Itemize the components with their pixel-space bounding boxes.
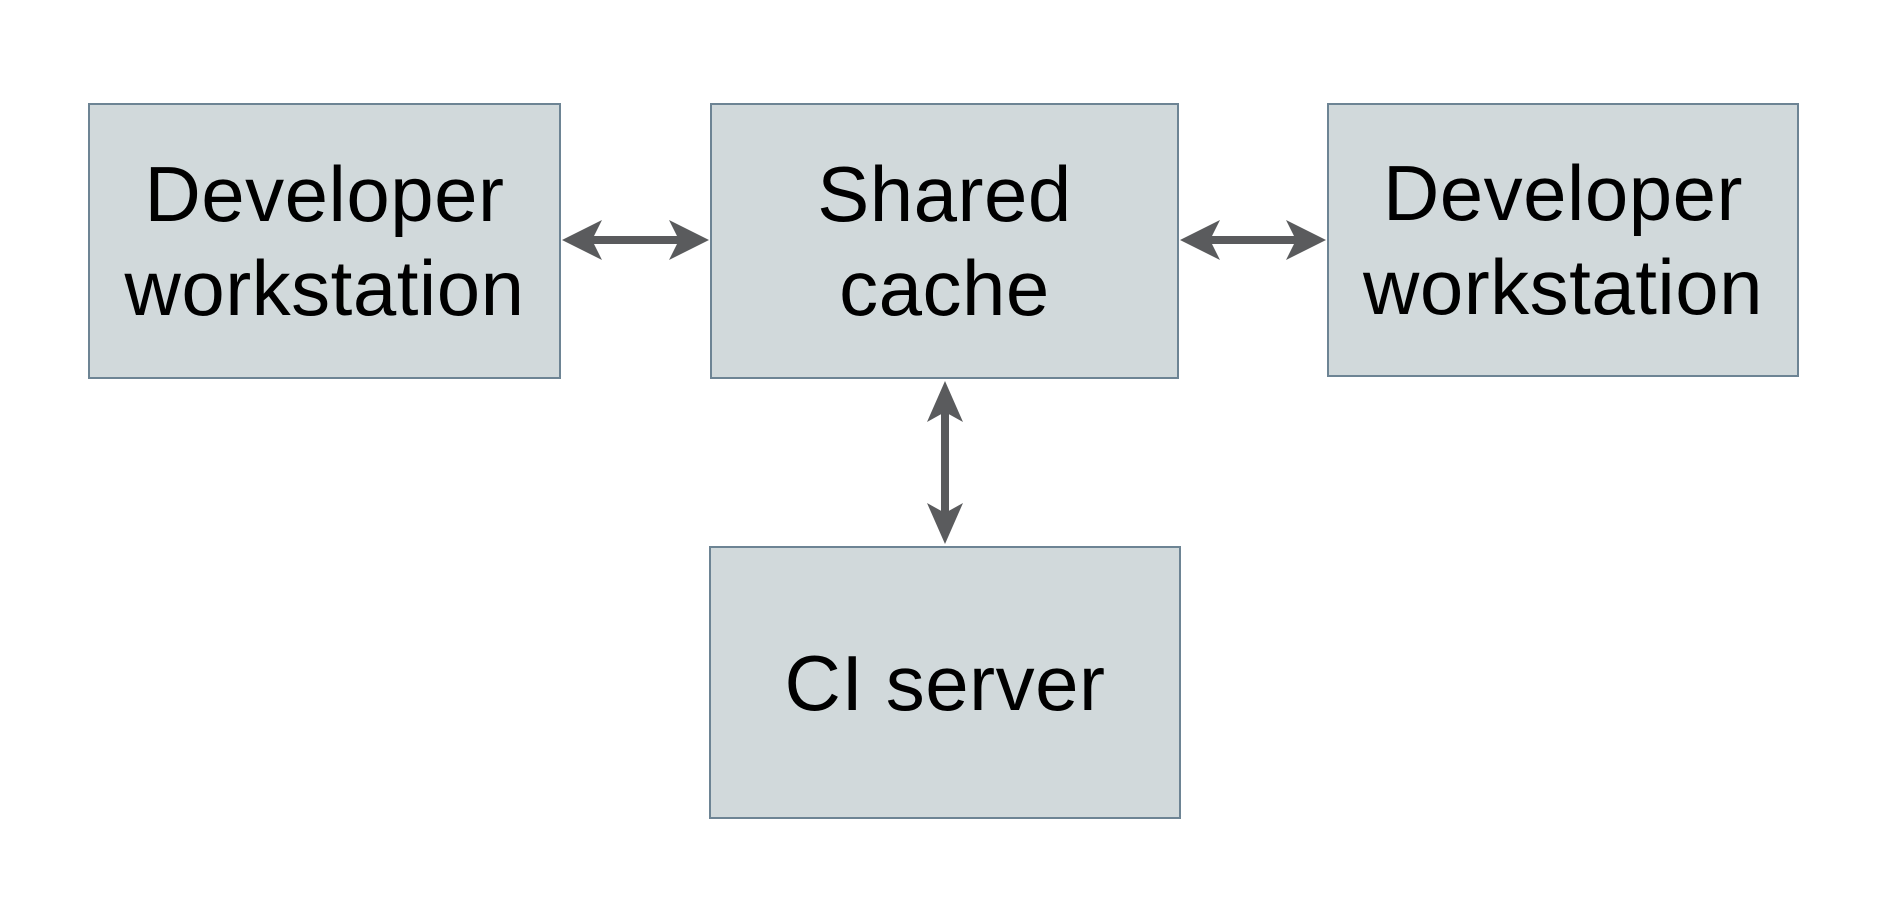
node-label-line: cache: [839, 244, 1050, 332]
double-arrow-icon-cache-to-right: [1179, 216, 1327, 264]
double-arrow-icon-cache-to-ci: [921, 380, 969, 545]
node-developer-workstation-right: Developer workstation: [1327, 103, 1799, 377]
node-developer-workstation-left: Developer workstation: [88, 103, 561, 379]
double-arrow-icon-left-to-cache: [561, 216, 710, 264]
node-label-line: Shared: [817, 150, 1072, 238]
node-label-line: CI server: [784, 638, 1106, 727]
node-label-line: workstation: [1363, 243, 1763, 331]
node-label-line: workstation: [124, 244, 525, 332]
node-label-line: Developer: [144, 150, 505, 238]
node-ci-server: CI server: [709, 546, 1181, 819]
node-shared-cache: Shared cache: [710, 103, 1179, 379]
node-label-line: Developer: [1382, 149, 1744, 237]
